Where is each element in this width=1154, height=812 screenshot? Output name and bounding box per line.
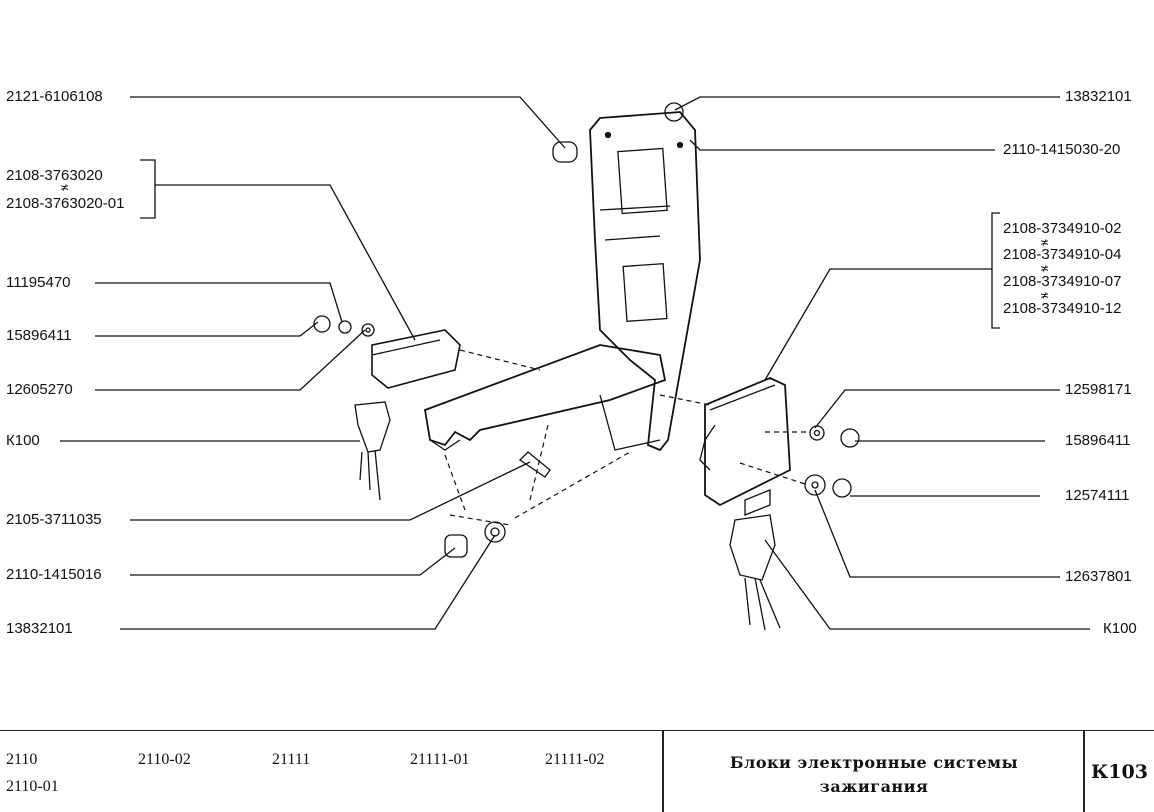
leader-2110-1415030-20 xyxy=(689,139,995,151)
washer-right-b xyxy=(804,474,826,496)
alternate-mark-left: ≭ xyxy=(60,182,70,194)
leader-12598171 xyxy=(814,389,1060,429)
label-2108-3763020: 2108-3763020 xyxy=(6,167,103,184)
connector-right xyxy=(729,514,776,581)
nut-right-b xyxy=(832,478,852,498)
label-12637801: 12637801 xyxy=(1065,568,1132,585)
leader-13832101-left xyxy=(120,534,496,630)
label-12574111: 12574111 xyxy=(1065,487,1130,504)
label-12598171: 12598171 xyxy=(1065,381,1132,398)
leader-2105-3711035 xyxy=(130,461,531,521)
page-title-line1: Блоки электронные системы xyxy=(729,753,1019,772)
leader-2121-6106108 xyxy=(130,96,566,149)
label-13832101-left: 13832101 xyxy=(6,620,73,637)
leader-15896411-left xyxy=(95,321,319,337)
washer-left-a xyxy=(338,320,352,334)
connector-left xyxy=(354,401,391,453)
nut-top xyxy=(664,102,684,122)
label-12605270: 12605270 xyxy=(6,381,73,398)
label-13832101-right: 13832101 xyxy=(1065,88,1132,105)
alternate-mark-right-2: ≭ xyxy=(1040,263,1050,275)
leader-12605270 xyxy=(95,329,366,391)
model-2110-01: 2110-01 xyxy=(6,778,59,795)
label-2110-1415030-20: 2110-1415030-20 xyxy=(1003,141,1121,158)
ecu-body xyxy=(704,377,791,507)
bracket-2108-3734910 xyxy=(991,212,1000,329)
leader-k100-right xyxy=(764,539,1090,630)
horizontal-rail xyxy=(423,344,667,447)
leader-11195470 xyxy=(95,282,343,323)
model-2110-02: 2110-02 xyxy=(138,751,191,768)
model-21111-01: 21111-01 xyxy=(410,751,470,768)
bracket-plate xyxy=(589,111,701,452)
label-11195470: 11195470 xyxy=(6,274,71,291)
nut-right-a xyxy=(840,428,860,448)
label-15896411-left: 15896411 xyxy=(6,327,72,344)
leader-13832101-right xyxy=(674,96,1060,111)
ignition-module xyxy=(371,329,461,389)
model-2110: 2110 xyxy=(6,751,38,768)
page-title-line2: зажигания xyxy=(819,777,929,796)
leader-2108-3734910 xyxy=(764,268,992,381)
label-2108-3734910-04: 2108-3734910-04 xyxy=(1003,246,1122,263)
label-15896411-right: 15896411 xyxy=(1065,432,1131,449)
model-21111-02: 21111-02 xyxy=(545,751,605,768)
label-2108-3734910-07: 2108-3734910-07 xyxy=(1003,273,1122,290)
footer-divider-2 xyxy=(1083,731,1085,812)
nut-left xyxy=(313,315,331,333)
label-2110-1415016: 2110-1415016 xyxy=(6,566,102,583)
sleeve xyxy=(444,534,468,558)
leader-2108-3763020 xyxy=(155,184,416,341)
label-2108-3734910-02: 2108-3734910-02 xyxy=(1003,220,1122,237)
label-2108-3734910-12: 2108-3734910-12 xyxy=(1003,300,1122,317)
leader-12637801 xyxy=(814,489,1060,578)
page-code: К103 xyxy=(1091,761,1148,783)
model-21111: 21111 xyxy=(272,751,311,768)
footer-divider-1 xyxy=(662,731,664,812)
alternate-mark-right-1: ≭ xyxy=(1040,237,1050,249)
label-k100-right: К100 xyxy=(1103,620,1137,637)
leader-2110-1415016 xyxy=(130,547,456,576)
page-title: Блоки электронные системы зажигания xyxy=(665,751,1083,799)
alternate-mark-right-3: ≭ xyxy=(1040,290,1050,302)
washer-left-b xyxy=(361,323,375,337)
footer-stamp: 2110 2110-02 21111 21111-01 21111-02 211… xyxy=(0,730,1154,812)
label-2121-6106108: 2121-6106108 xyxy=(6,88,103,105)
bracket-2108-3763020 xyxy=(140,159,156,219)
parts-diagram: 2121-6106108 2108-3763020 ≭ 2108-3763020… xyxy=(6,88,1137,637)
label-k100-left: К100 xyxy=(6,432,40,449)
label-2105-3711035: 2105-3711035 xyxy=(6,511,102,528)
spacer-top xyxy=(552,141,578,163)
label-2108-3763020-01: 2108-3763020-01 xyxy=(6,195,125,212)
washer-right-a xyxy=(809,425,825,441)
